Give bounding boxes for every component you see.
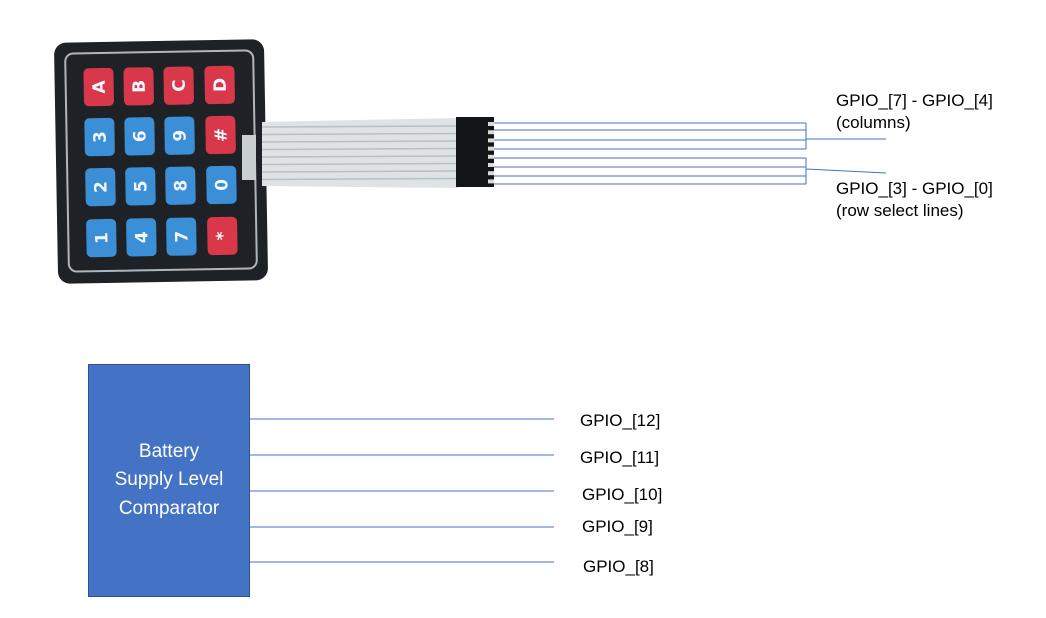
keypad: A B C D 3 6 9 #2 5 8 0 1 4 7 * xyxy=(54,39,268,284)
key-2-3: 0 xyxy=(206,166,237,205)
connector-pin xyxy=(488,163,494,167)
key-label: 0 xyxy=(212,179,232,191)
keypad-signal-lines xyxy=(494,123,886,184)
key-label: 7 xyxy=(172,231,192,243)
gpio-9-label: GPIO_[9] xyxy=(582,516,653,538)
key-label: 1 xyxy=(92,232,112,244)
gpio-12-label: GPIO_[12] xyxy=(580,410,660,432)
columns-label-line2: (columns) xyxy=(836,112,993,134)
battery-box-line2: Supply Level xyxy=(115,466,224,495)
key-0-2: C xyxy=(163,66,194,105)
connector-pin xyxy=(488,122,494,126)
key-label: * xyxy=(213,231,233,240)
battery-box-line3: Comparator xyxy=(119,495,219,524)
key-0-0: A xyxy=(83,68,114,107)
key-2-1: 5 xyxy=(125,167,156,206)
connector-pin xyxy=(488,179,494,183)
rows-leader xyxy=(806,169,886,173)
battery-output-lines xyxy=(250,419,554,562)
columns-label: GPIO_[7] - GPIO_[4] (columns) xyxy=(836,90,993,134)
rows-label-line2: (row select lines) xyxy=(836,200,993,222)
key-3-0: 1 xyxy=(86,219,117,258)
key-label: 3 xyxy=(90,131,110,143)
ribbon-body xyxy=(262,118,458,188)
key-2-2: 8 xyxy=(165,166,196,205)
connector-pin xyxy=(488,130,494,134)
key-label: 8 xyxy=(171,180,191,192)
key-3-2: 7 xyxy=(166,217,197,256)
rows-label: GPIO_[3] - GPIO_[0] (row select lines) xyxy=(836,178,993,222)
key-2-0: 2 xyxy=(85,168,116,207)
ribbon-stripe xyxy=(262,171,458,172)
battery-box-line1: Battery xyxy=(139,438,199,467)
key-3-3: * xyxy=(207,217,238,256)
key-1-3: # xyxy=(205,116,236,155)
ribbon-stripe xyxy=(262,156,458,157)
key-label: D xyxy=(211,78,231,92)
ribbon-stripe xyxy=(262,134,458,135)
key-label: 6 xyxy=(130,130,150,142)
key-label: 5 xyxy=(131,180,151,192)
connector-pin xyxy=(488,138,494,142)
key-label: C xyxy=(170,79,190,92)
key-0-3: D xyxy=(204,66,235,105)
key-label: B xyxy=(130,80,150,93)
key-label: A xyxy=(90,79,110,93)
connector-pin xyxy=(488,147,494,151)
ribbon-stripe xyxy=(262,164,458,165)
key-1-1: 6 xyxy=(124,117,155,156)
connector-pin xyxy=(488,171,494,175)
key-0-1: B xyxy=(123,67,154,106)
key-label: 9 xyxy=(170,130,190,142)
gpio-10-label: GPIO_[10] xyxy=(582,484,662,506)
key-3-1: 4 xyxy=(126,218,157,257)
ribbon-stripe xyxy=(262,179,458,180)
gpio-11-label: GPIO_[11] xyxy=(580,447,659,469)
connector-pin xyxy=(488,155,494,159)
key-1-0: 3 xyxy=(84,118,115,157)
gpio-8-label: GPIO_[8] xyxy=(583,556,654,578)
ribbon-cable xyxy=(242,118,458,188)
columns-label-line1: GPIO_[7] - GPIO_[4] xyxy=(836,90,993,112)
connector xyxy=(456,117,494,187)
rows-label-line1: GPIO_[3] - GPIO_[0] xyxy=(836,178,993,200)
key-label: # xyxy=(211,128,231,143)
ribbon-stripe xyxy=(262,126,458,127)
ribbon-stripe xyxy=(262,149,458,150)
ribbon-stripe xyxy=(262,141,458,142)
battery-comparator-box: Battery Supply Level Comparator xyxy=(88,364,250,597)
key-label: 4 xyxy=(132,231,152,243)
key-1-2: 9 xyxy=(164,116,195,155)
ribbon-tab xyxy=(242,135,256,180)
key-label: 2 xyxy=(91,181,111,193)
connector-block xyxy=(456,117,494,187)
